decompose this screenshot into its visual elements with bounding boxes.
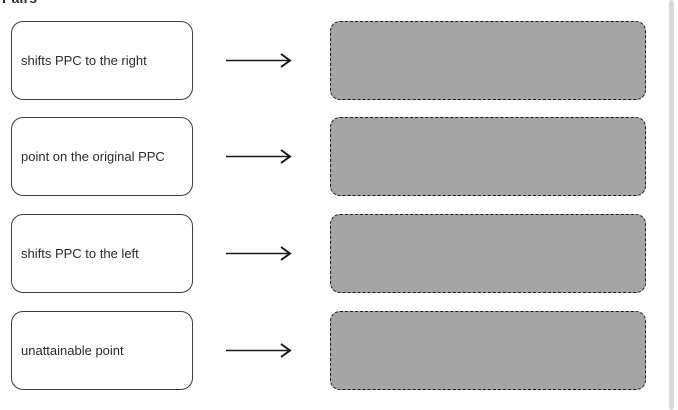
arrow-right-icon [226,53,292,68]
pair-row: point on the original PPC [0,117,678,196]
arrow-right-icon [226,343,292,358]
prompt-label: shifts PPC to the left [21,245,139,261]
vertical-scrollbar[interactable] [669,0,674,410]
prompt-label: shifts PPC to the right [21,52,147,68]
prompt-label: unattainable point [21,342,124,358]
arrow-right-icon [226,246,292,261]
answer-dropzone[interactable] [330,311,646,390]
prompt-label: point on the original PPC [21,148,165,164]
pair-row: shifts PPC to the right [0,21,678,100]
pair-row: unattainable point [0,311,678,390]
answer-dropzone[interactable] [330,214,646,293]
page-title: Pairs [2,0,37,6]
pair-row: shifts PPC to the left [0,214,678,293]
answer-dropzone[interactable] [330,21,646,100]
prompt-card: unattainable point [11,311,193,390]
arrow-right-icon [226,149,292,164]
prompt-card: point on the original PPC [11,117,193,196]
prompt-card: shifts PPC to the right [11,21,193,100]
prompt-card: shifts PPC to the left [11,214,193,293]
answer-dropzone[interactable] [330,117,646,196]
